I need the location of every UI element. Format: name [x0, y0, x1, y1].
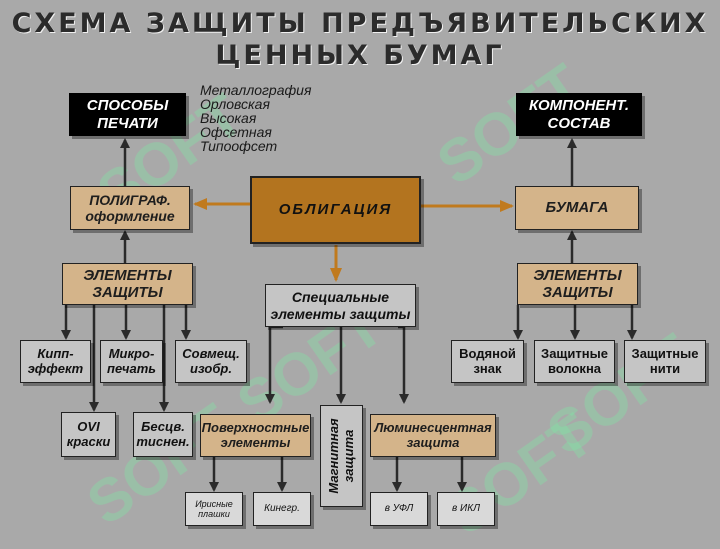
node-special-elements: Специальные элементы защиты — [265, 284, 416, 327]
diagram-title-line2: ЦЕННЫХ БУМАГ — [215, 40, 505, 71]
print-method-item: Высокая — [200, 110, 257, 126]
node-embossing: Бесцв. тиснен. — [133, 412, 193, 457]
arrow-to-luminescent — [398, 325, 409, 404]
node-kinegram: Кинегр. — [253, 492, 311, 526]
node-elements-left: ЭЛЕМЕНТЫ ЗАЩИТЫ — [62, 263, 193, 305]
node-elements-right: ЭЛЕМЕНТЫ ЗАЩИТЫ — [517, 263, 638, 305]
node-watermark: Водяной знак — [451, 340, 524, 383]
node-paper: БУМАГА — [515, 186, 639, 230]
node-component: КОМПОНЕНТ. СОСТАВ — [516, 93, 642, 136]
node-magnetic-label: Магнитная защита — [325, 418, 356, 494]
node-threads: Защитные нити — [624, 340, 706, 383]
print-method-item: Типоофсет — [200, 138, 278, 154]
node-magnetic: Магнитная защита — [320, 405, 363, 507]
node-center-bond: ОБЛИГАЦИЯ — [250, 176, 421, 244]
node-luminescent: Люминесцентная защита — [370, 414, 496, 457]
print-method-item: Орловская — [200, 96, 270, 112]
node-ovi-inks: OVI краски — [61, 412, 116, 457]
print-method-item: Офсетная — [200, 124, 272, 140]
print-method-item: Металлография — [200, 82, 312, 98]
arrow-to-surface — [265, 325, 283, 404]
node-ir: в ИКЛ — [437, 492, 495, 526]
node-micro-print: Микро-печать — [100, 340, 163, 383]
print-methods-list: Металлография Орловская Высокая Офсетная… — [200, 83, 311, 153]
node-uv: в УФЛ — [370, 492, 428, 526]
node-iris: Ирисные плашки — [185, 492, 243, 526]
diagram-title-line1: СХЕМА ЗАЩИТЫ ПРЕДЪЯВИТЕЛЬСКИХ — [11, 8, 709, 39]
node-combined-image: Совмещ. изобр. — [175, 340, 247, 383]
node-print-methods: СПОСОБЫ ПЕЧАТИ — [69, 93, 186, 136]
node-fibers: Защитные волокна — [534, 340, 615, 383]
node-kipp-effect: Кипп-эффект — [20, 340, 91, 383]
node-surface-elements: Поверхностные элементы — [200, 414, 311, 457]
node-polygraph: ПОЛИГРАФ. оформление — [70, 186, 190, 230]
